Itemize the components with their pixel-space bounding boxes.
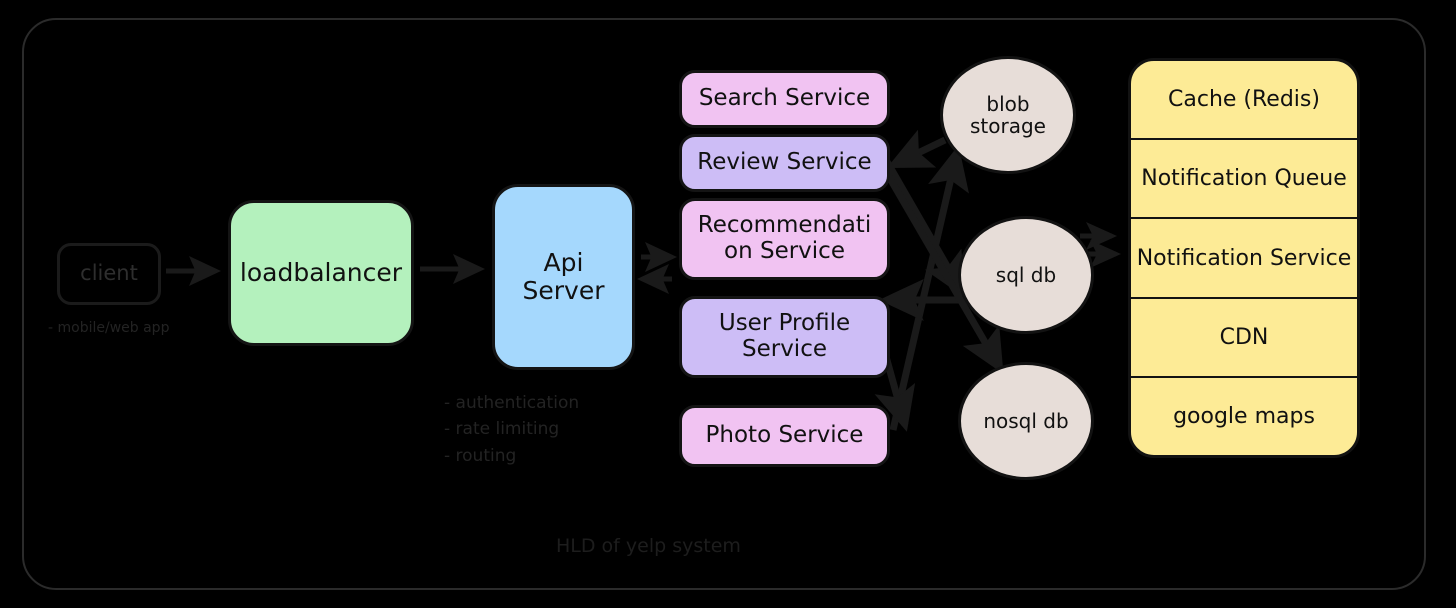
infra-row-cache-label: Cache (Redis) (1168, 87, 1320, 113)
node-loadbalancer[interactable]: loadbalancer (228, 200, 414, 346)
node-blob-storage-label: blob storage (970, 91, 1046, 138)
node-client[interactable]: client (57, 243, 161, 305)
node-sql-db-label: sql db (995, 262, 1057, 287)
node-photo-service[interactable]: Photo Service (679, 405, 890, 467)
node-client-label: client (80, 261, 138, 286)
node-api-server[interactable]: Api Server (492, 184, 635, 370)
infra-row-cdn-label: CDN (1219, 324, 1269, 350)
node-user-profile-service[interactable]: User Profile Service (679, 296, 890, 378)
node-search-service-label: Search Service (698, 85, 871, 112)
infra-row-notification-queue-label: Notification Queue (1141, 166, 1347, 192)
diagram-frame (22, 18, 1426, 590)
infra-row-notification-queue[interactable]: Notification Queue (1131, 138, 1357, 217)
node-loadbalancer-label: loadbalancer (239, 258, 403, 287)
node-infra-stack: Cache (Redis) Notification Queue Notific… (1128, 58, 1360, 458)
node-photo-service-label: Photo Service (705, 422, 864, 449)
node-blob-storage[interactable]: blob storage (940, 56, 1076, 174)
infra-row-cache[interactable]: Cache (Redis) (1131, 61, 1357, 138)
infra-row-notification-service-label: Notification Service (1136, 245, 1352, 271)
infra-row-google-maps[interactable]: google maps (1131, 375, 1357, 455)
node-search-service[interactable]: Search Service (679, 70, 890, 128)
node-review-service-label: Review Service (697, 149, 872, 176)
client-note: - mobile/web app (48, 320, 170, 336)
node-nosql-db[interactable]: nosql db (958, 362, 1094, 480)
api-server-notes: - authentication - rate limiting - routi… (444, 393, 580, 466)
diagram-caption: HLD of yelp system (556, 535, 741, 557)
node-nosql-db-label: nosql db (983, 408, 1069, 433)
node-recommendation-service-label: Recommendati on Service (697, 212, 872, 264)
infra-row-cdn[interactable]: CDN (1131, 296, 1357, 376)
infra-row-notification-service[interactable]: Notification Service (1131, 217, 1357, 296)
node-api-server-label: Api Server (522, 248, 605, 305)
node-user-profile-service-label: User Profile Service (718, 310, 851, 362)
node-sql-db[interactable]: sql db (958, 216, 1094, 334)
infra-row-google-maps-label: google maps (1173, 403, 1315, 429)
node-review-service[interactable]: Review Service (679, 134, 890, 192)
node-recommendation-service[interactable]: Recommendati on Service (679, 198, 890, 280)
